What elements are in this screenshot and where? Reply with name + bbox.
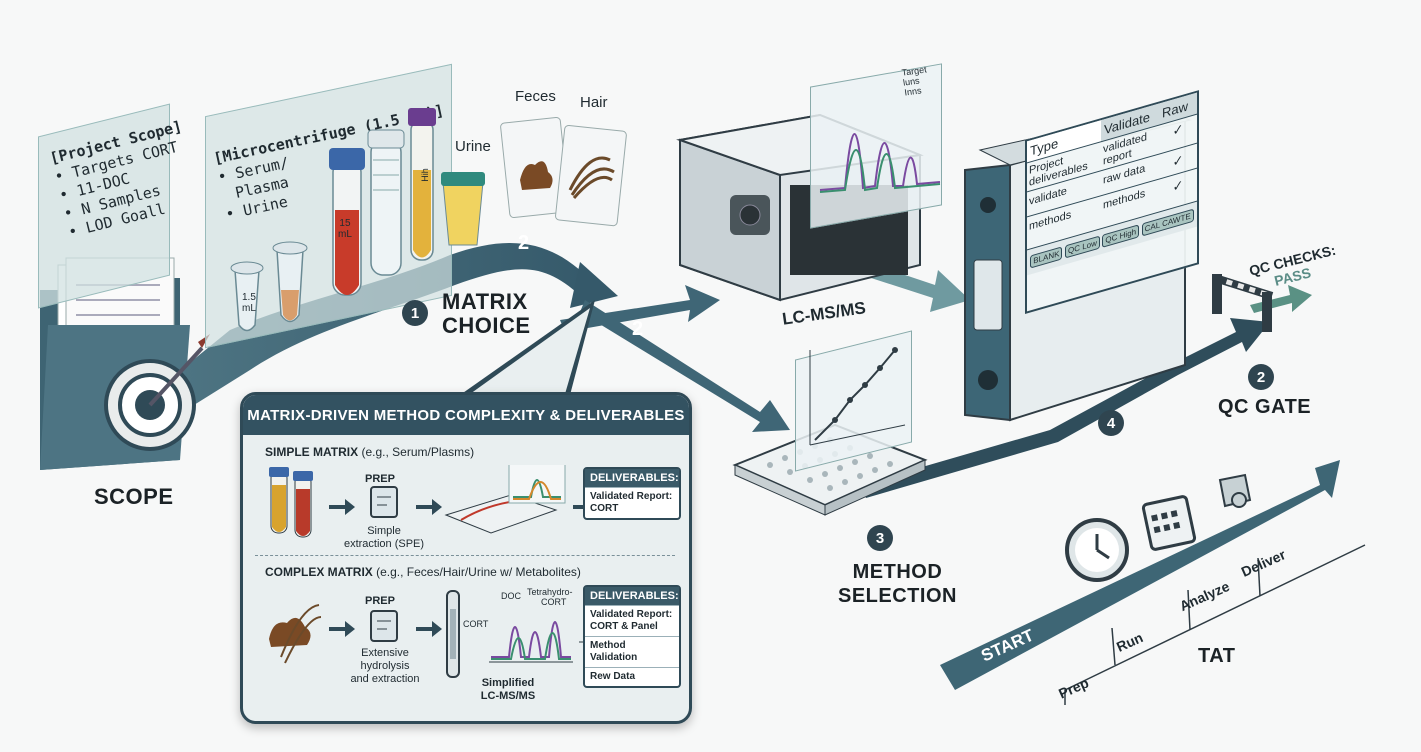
- complex-prep-desc-line: hydrolysis: [360, 660, 410, 672]
- tube-red-label: 15 mL: [338, 218, 352, 240]
- peak-label: Tetrahydro-: [527, 587, 573, 597]
- simple-deliverables-head: DELIVERABLES:: [585, 469, 679, 487]
- method-selection-line: SELECTION: [838, 585, 957, 607]
- deliverable-item: Validated Report: CORT: [585, 487, 679, 518]
- tat-track: [940, 460, 1340, 690]
- arrow-number: 2: [632, 318, 644, 340]
- step-number: 3: [867, 525, 893, 551]
- complex-matrix-heading: COMPLEX MATRIX (e.g., Feces/Hair/Urine w…: [265, 565, 581, 579]
- sample-tubes-illustration: [230, 108, 485, 332]
- lcms-legend: Target luns Inns: [901, 64, 930, 97]
- complex-method-label: Simplified LC-MS/MS: [463, 677, 553, 703]
- simple-row-graphics: [269, 465, 599, 538]
- peak-label: CORT: [463, 619, 489, 629]
- panel-divider: [255, 555, 675, 556]
- method-selection-line: METHOD: [852, 561, 943, 583]
- matrix-choice-label: MATRIX CHOICE: [442, 290, 531, 338]
- urine-label: Urine: [455, 138, 491, 155]
- deliverable-item: Validated Report: CORT & Panel: [585, 605, 679, 636]
- complex-deliverables-head: DELIVERABLES:: [585, 587, 679, 605]
- tube-small-label: 1.5 mL: [242, 292, 256, 314]
- callout-pointer: [460, 300, 595, 395]
- complex-matrix-example: (e.g., Feces/Hair/Urine w/ Metabolites): [376, 565, 581, 579]
- calibration-curve: [809, 347, 906, 446]
- simple-matrix-example: (e.g., Serum/Plasms): [361, 445, 475, 459]
- arrow-to-method: [580, 300, 790, 432]
- lcms-chromatogram: [819, 133, 941, 193]
- simple-prep-desc-line: extraction (SPE): [343, 538, 425, 550]
- tube-yellow-label: Hih: [419, 168, 430, 182]
- complex-matrix-title: COMPLEX MATRIX: [265, 565, 373, 579]
- feces-hair-bags-illustration: [500, 117, 627, 227]
- simple-deliverables: DELIVERABLES: Validated Report: CORT: [583, 467, 681, 520]
- ribbon-head: [570, 262, 618, 308]
- peak-label: DOC: [501, 591, 521, 601]
- lcms-instrument-illustration: [676, 113, 924, 302]
- simple-prep-desc: Simple extraction (SPE): [339, 525, 429, 551]
- panel-title: MATRIX-DRIVEN METHOD COMPLEXITY & DELIVE…: [243, 395, 689, 435]
- complex-prep-label: PREP: [365, 595, 395, 607]
- complex-method-line: LC-MS/MS: [480, 690, 536, 702]
- qc-gate-barrier-illustration: [1212, 274, 1274, 332]
- matrix-choice-line: CHOICE: [442, 313, 531, 338]
- simple-prep-label: PREP: [365, 473, 395, 485]
- qc-point: BLANK: [1030, 246, 1063, 269]
- step-number: 1: [402, 300, 428, 326]
- step-number: 2: [1248, 364, 1274, 390]
- method-complexity-panel: MATRIX-DRIVEN METHOD COMPLEXITY & DELIVE…: [240, 392, 692, 724]
- simple-matrix-title: SIMPLE MATRIX: [265, 445, 359, 459]
- complex-deliverables: DELIVERABLES: Validated Report: CORT & P…: [583, 585, 681, 688]
- simple-matrix-heading: SIMPLE MATRIX (e.g., Serum/Plasms): [265, 445, 474, 459]
- qc-point: CAL CAWTE: [1141, 208, 1194, 237]
- deliverable-item: Rew Data: [585, 667, 679, 686]
- complex-method-line: Simplified: [481, 677, 535, 689]
- matrix-choice-line: MATRIX: [442, 289, 528, 314]
- complex-prep-desc: Extensive hydrolysis and extraction: [343, 647, 427, 686]
- complex-prep-desc-line: and extraction: [350, 673, 420, 685]
- tat-label: TAT: [1198, 645, 1236, 667]
- step-number: 4: [1098, 410, 1124, 436]
- hair-label: Hair: [580, 94, 608, 111]
- method-selection-label: METHOD SELECTION: [838, 560, 957, 608]
- deliverable-item: Method Validation: [585, 636, 679, 667]
- scope-folder-illustration: [40, 257, 210, 470]
- qc-point: QC Low: [1065, 235, 1100, 259]
- complex-prep-desc-line: Extensive: [361, 647, 409, 659]
- peak-label: CORT: [541, 597, 567, 607]
- tat-icons: [1065, 473, 1252, 582]
- arrow-number: 2: [518, 232, 530, 254]
- simple-prep-desc-line: Simple: [367, 525, 401, 537]
- qc-gate-label: QC GATE: [1218, 396, 1312, 418]
- qc-point: QC High: [1102, 224, 1140, 248]
- scope-label: SCOPE: [94, 484, 174, 509]
- feces-label: Feces: [515, 88, 556, 105]
